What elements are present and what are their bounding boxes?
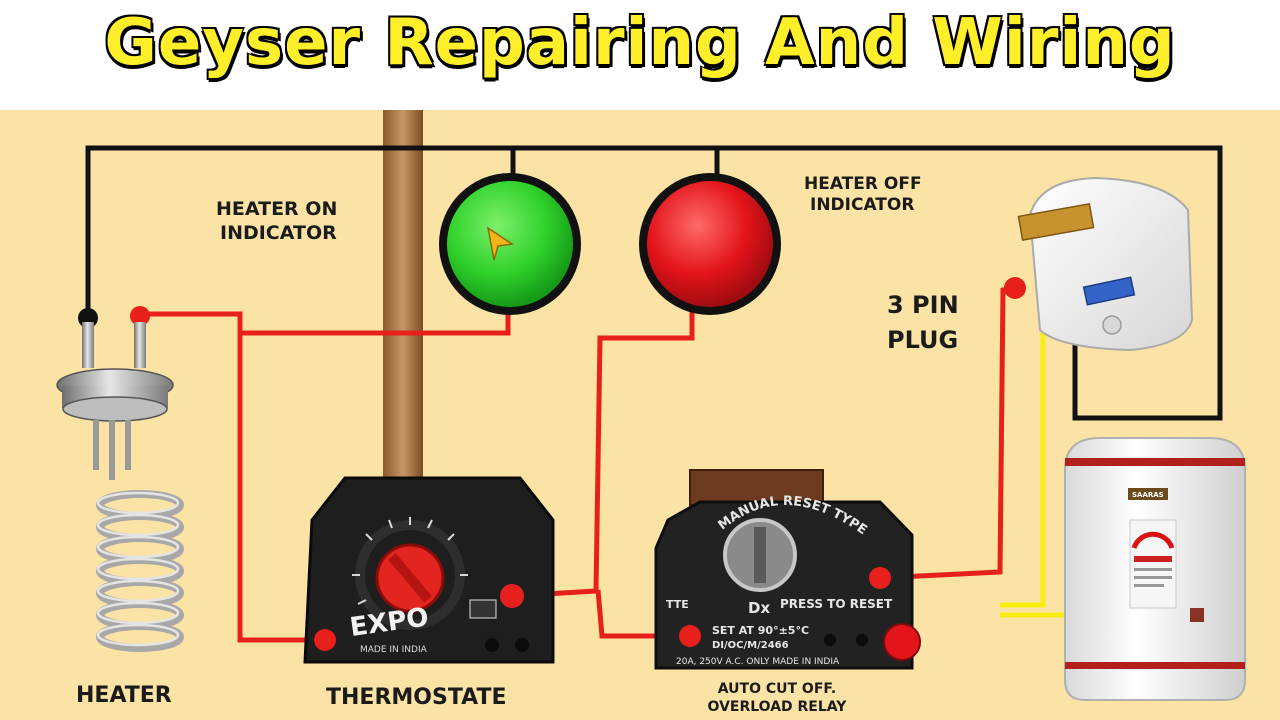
relay-logo: TTE: [666, 598, 689, 611]
heater-element: [56, 322, 184, 652]
relay-reset-button: [883, 623, 921, 661]
earth-wire: [1000, 230, 1046, 608]
plug-earth-pin: [1017, 203, 1095, 241]
live-terminal-dot: [130, 306, 150, 326]
geyser-top-band: [1065, 458, 1245, 466]
relay-terminal-right: [869, 567, 891, 589]
thermostat-origin: MADE IN INDIA: [360, 645, 428, 655]
neutral-wire-main: [85, 145, 1223, 421]
relay-model: Dx: [748, 599, 770, 617]
plug-neutral-pin: [1082, 276, 1136, 306]
relay-label: AUTO CUT OFF. OVERLOAD RELAY: [694, 680, 860, 716]
heater-off-label: HEATER OFF INDICATOR: [804, 174, 922, 217]
heater-off-label-line2: INDICATOR: [810, 195, 915, 216]
relay-label-line2: OVERLOAD RELAY: [707, 699, 847, 716]
title-banner: Geyser Repairing And Wiring: [0, 0, 1280, 110]
heater-on-label: HEATER ON INDICATOR: [216, 198, 337, 246]
plug-live-dot: [1004, 277, 1026, 299]
relay-top-cap: [689, 469, 824, 506]
plug-label-line1: 3 PIN: [887, 291, 959, 319]
relay-label-line1: AUTO CUT OFF.: [717, 681, 837, 697]
live-wire-thermostat-to-relay: [511, 290, 695, 599]
relay-terminal-left: [679, 625, 701, 647]
heater-on-label-line1: HEATER ON: [216, 198, 338, 220]
heater-label: HEATER: [76, 683, 172, 708]
heater-on-label-line2: INDICATOR: [220, 221, 337, 244]
page-title: Geyser Repairing And Wiring: [104, 6, 1176, 80]
plug-label: 3 PIN PLUG: [887, 288, 959, 358]
overload-relay: MANUAL RESET TYPE PRESS TO RESET Dx TTE …: [654, 469, 921, 670]
geyser-bottom-band: [1065, 662, 1245, 669]
live-wire-heater-to-thermostat: [140, 311, 325, 643]
thermostat-terminal-left: [314, 629, 336, 651]
thermostat-label: THERMOSTATE: [326, 685, 507, 710]
earth-wiring: [1000, 230, 1065, 618]
heater-off-label-line1: HEATER OFF: [804, 174, 922, 194]
thermostat-rod: [383, 110, 423, 490]
relay-set-text: SET AT 90°±5°C: [712, 624, 809, 637]
cursor-arrow-icon: [486, 226, 515, 261]
heater-off-indicator: [639, 173, 781, 315]
geyser-tank: SAARAS: [1064, 437, 1246, 701]
thermostat-terminal-right: [500, 584, 524, 608]
relay-press-text: PRESS TO RESET: [780, 597, 893, 611]
relay-codes: DI/OC/M/2466: [712, 640, 789, 651]
relay-rating: 20A, 250V A.C. ONLY MADE IN INDIA: [676, 657, 840, 667]
plug-label-line2: PLUG: [887, 325, 959, 354]
heater-on-indicator: [439, 173, 581, 315]
three-pin-plug: [1017, 176, 1194, 352]
geyser-brand: SAARAS: [1132, 491, 1164, 499]
thermostat: EXPO MADE IN INDIA: [303, 476, 555, 664]
